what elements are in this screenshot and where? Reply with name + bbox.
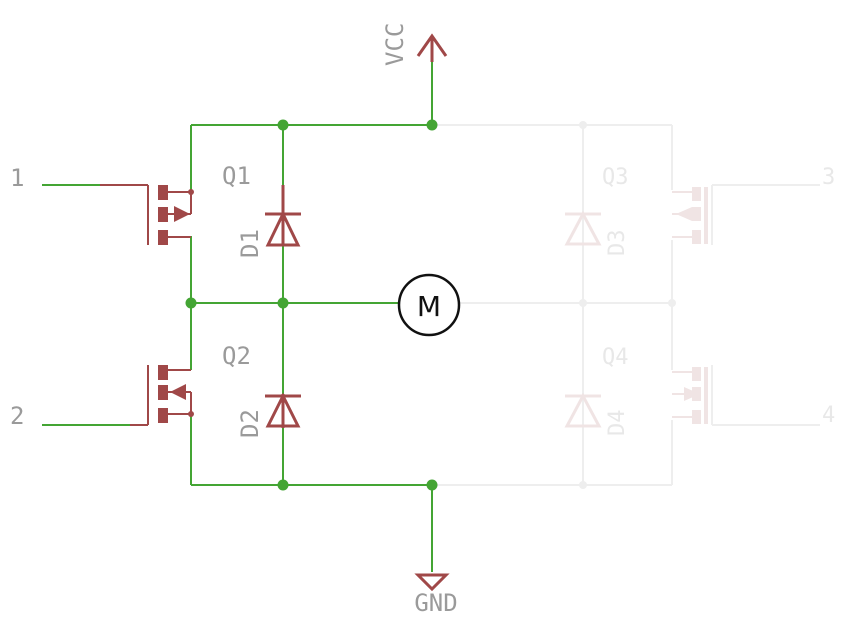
faded-junctions (579, 121, 676, 489)
motor-symbol: M (397, 273, 461, 337)
d1-label: D1 (236, 229, 264, 258)
q2-label: Q2 (222, 342, 251, 370)
q2-transistor-symbol (130, 365, 194, 426)
d2-diode-symbol (265, 392, 301, 428)
q4-transistor-symbol (672, 367, 708, 424)
input-4-label: 4 (822, 403, 835, 428)
q3-transistor-symbol (672, 187, 708, 244)
d3-label: D3 (605, 230, 630, 257)
d3-diode-symbol (564, 210, 602, 246)
q1-transistor-symbol (100, 184, 194, 245)
d4-label: D4 (605, 410, 630, 437)
vcc-label: VCC (381, 23, 409, 66)
active-wires (42, 60, 433, 572)
d1-diode-symbol (265, 185, 301, 247)
motor-label: M (417, 290, 441, 323)
q1-label: Q1 (222, 162, 251, 190)
gnd-symbol (414, 573, 450, 592)
input-2-label: 2 (10, 402, 24, 430)
input-3-label: 3 (822, 165, 835, 190)
junction-dots (185, 119, 438, 491)
input-1-label: 1 (10, 164, 24, 192)
faded-right-half: Q3 Q4 3 4 D3 D4 (432, 121, 835, 489)
gnd-label: GND (414, 589, 457, 617)
q4-label: Q4 (602, 345, 629, 370)
vcc-symbol (416, 33, 448, 62)
q3-label: Q3 (602, 165, 629, 190)
d2-label: D2 (236, 409, 264, 438)
d4-diode-symbol (564, 392, 602, 428)
